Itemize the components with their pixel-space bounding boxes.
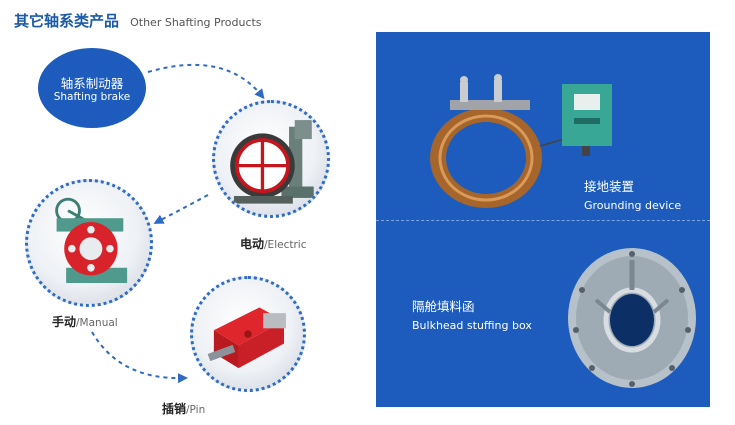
grounding-device-image <box>430 74 612 208</box>
bulkhead-stuffing-box-image <box>568 248 696 388</box>
manual-label: 手动/Manual <box>52 315 118 329</box>
shafting-brake-label-cn: 轴系制动器 <box>60 76 124 91</box>
products-panel: 接地装置 Grounding device 隔舱填料函 Bulkhead stu… <box>376 32 710 407</box>
arrow-to-manual <box>153 194 209 224</box>
page-subtitle: Other Shafting Products <box>130 16 262 29</box>
bulkhead-stuffing-box-text: 隔舱填料函 Bulkhead stuffing box <box>412 299 532 332</box>
arrow-to-electric <box>147 63 265 100</box>
page-header: 其它轴系类产品 Other Shafting Products <box>14 10 262 31</box>
pin-label: 插销/Pin <box>162 402 206 416</box>
shafting-brake-label-en: Shafting brake <box>53 91 131 103</box>
electric-brake-image <box>212 100 330 218</box>
electric-label: 电动/Electric <box>240 237 307 251</box>
panel-divider <box>376 220 710 221</box>
arrow-to-pin <box>91 331 188 384</box>
grounding-device-text: 接地装置 Grounding device <box>584 179 682 212</box>
page-title: 其它轴系类产品 <box>14 12 120 30</box>
manual-brake-image <box>25 179 153 307</box>
shafting-brake-bubble: 轴系制动器 Shafting brake <box>38 48 146 128</box>
pin-brake-image <box>190 276 306 392</box>
